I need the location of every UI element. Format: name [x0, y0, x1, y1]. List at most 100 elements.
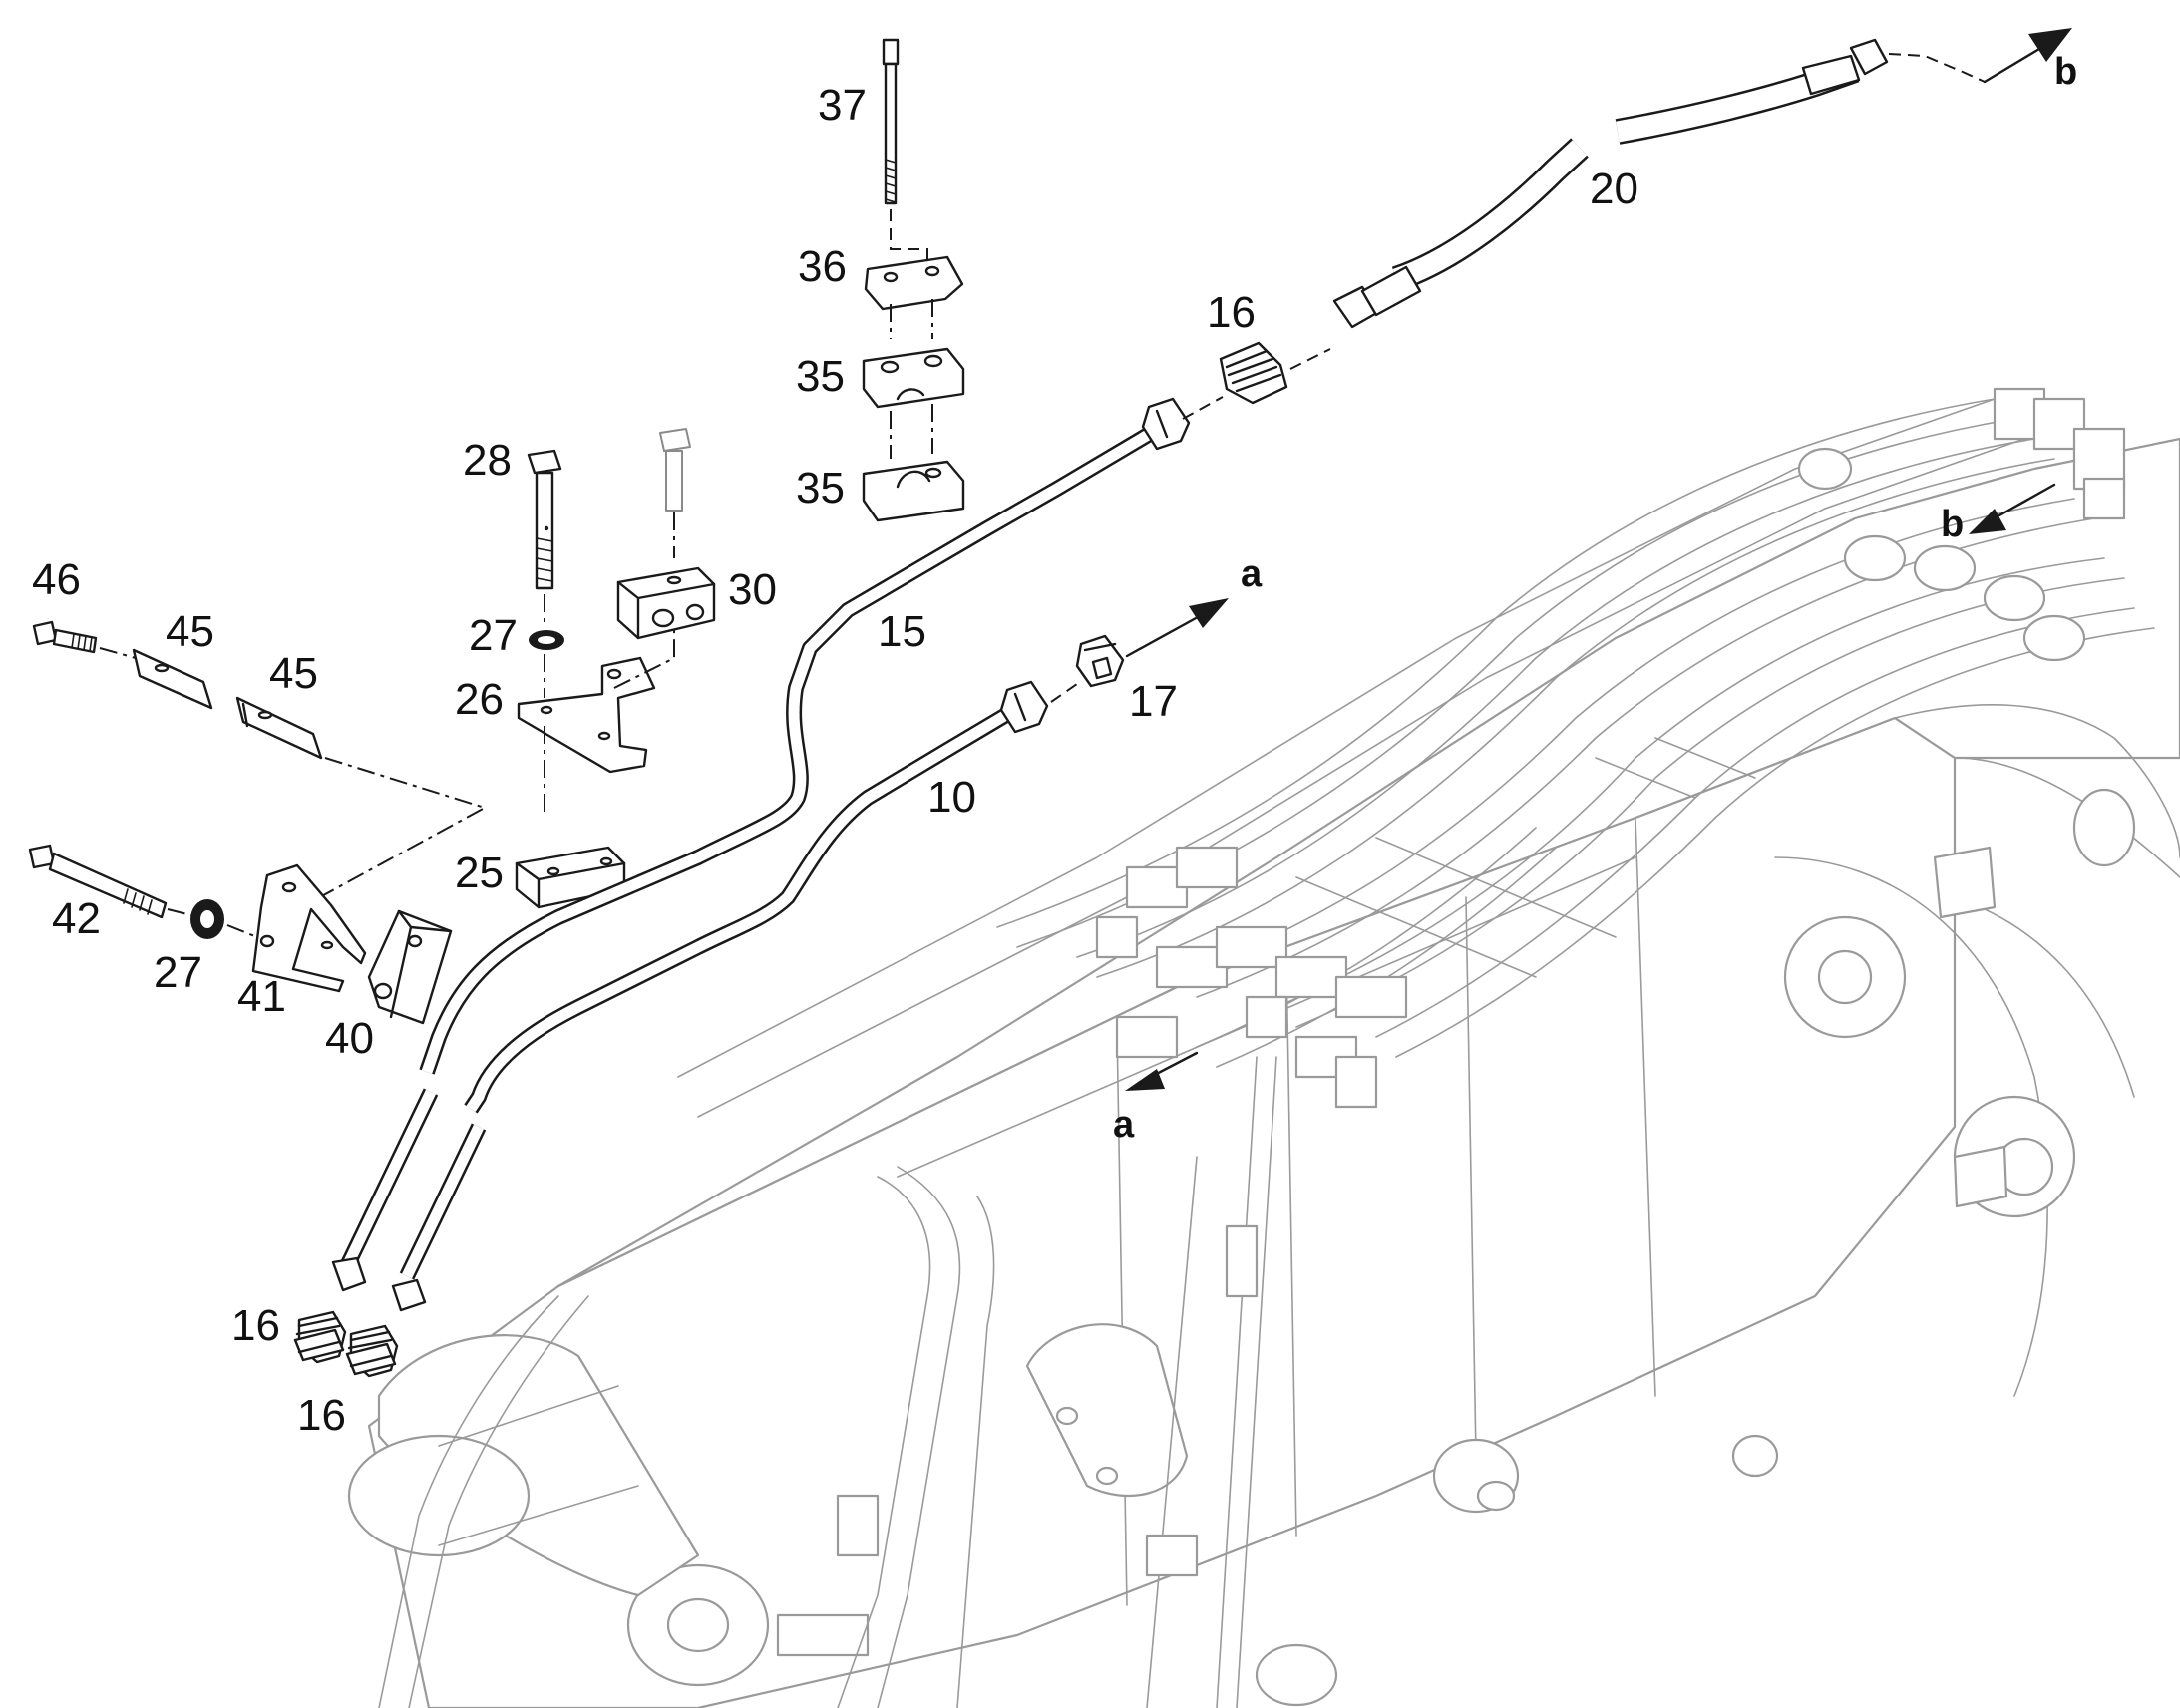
clamp-40	[367, 909, 453, 1025]
bracket-26-centerline	[544, 628, 675, 818]
lower-hub	[1255, 1643, 1338, 1707]
bolt-30	[659, 428, 691, 512]
strip-45-left	[132, 648, 213, 710]
callout-42: 42	[52, 894, 101, 943]
side-boss-center-pin	[1476, 1480, 1516, 1512]
rear-pivot-pin	[1817, 949, 1873, 1005]
boom-assembly-background	[347, 387, 2180, 1708]
arrow-b-top	[1983, 28, 2072, 84]
bracket-26	[517, 656, 656, 774]
callout-28: 28	[463, 436, 512, 485]
callout-16-top: 16	[1207, 288, 1256, 337]
fitting-16-centerline	[1182, 348, 1331, 420]
vertical-pipe-run	[1146, 1056, 1277, 1708]
boom-cross-member	[1295, 737, 1756, 978]
pipe-clamp	[776, 1613, 870, 1657]
mount-plate	[1933, 846, 1997, 919]
clamp-half-35-upper	[862, 347, 965, 409]
bolt-37-centerline	[890, 209, 928, 281]
callout-30: 30	[728, 565, 777, 614]
reference-a-bottom: a	[1113, 1104, 1135, 1146]
washer-27-lower	[190, 899, 224, 939]
callout-45-right: 45	[269, 649, 318, 698]
hose-20-to-b-line	[1888, 53, 1986, 83]
valve-block-cluster	[1095, 846, 1408, 1109]
boom-top-rail	[677, 398, 2025, 1118]
pipe-10-lower-section	[399, 1123, 487, 1280]
callout-36: 36	[798, 242, 847, 291]
left-pipe-run	[837, 1166, 995, 1708]
clamp-half-35-lower	[862, 460, 965, 522]
callout-41: 41	[237, 972, 286, 1021]
cylinder-bracket-bolt	[1055, 1406, 1079, 1426]
arrow-a-top	[1125, 598, 1229, 658]
washer-27-upper	[529, 525, 564, 650]
pipe-15-lower-section	[339, 1088, 439, 1270]
callout-35-lower: 35	[796, 464, 845, 512]
bolt-46-centerline	[99, 647, 137, 659]
reference-letters: a b b a	[1113, 51, 2077, 1146]
pipe-clamp	[1225, 1224, 1259, 1298]
pipe-15	[419, 418, 1170, 1075]
arrow-b-mid	[1969, 483, 2056, 534]
callout-labels: 37 36 35 35 28 30 27 26 25 46 45 45 42 2…	[32, 81, 1638, 1440]
right-connector-bank	[1797, 387, 2126, 662]
ring-mount	[2072, 788, 2136, 867]
front-lug	[347, 1434, 531, 1557]
fitting-16-lower-left	[293, 1310, 347, 1364]
bracket-41	[251, 863, 367, 993]
plate-36-centerline	[890, 299, 933, 339]
arrow-a-bottom	[1125, 1051, 1199, 1091]
callout-46: 46	[32, 555, 81, 604]
hose-20-upper	[1615, 38, 1889, 145]
fitting-16-top	[1219, 341, 1288, 405]
bolt-46	[32, 620, 98, 654]
hose-20-lower	[1332, 138, 1589, 329]
bolt-37	[882, 38, 900, 205]
pipe-end-nut-right	[391, 1278, 427, 1312]
bolt-42	[28, 844, 168, 919]
callout-16-lower-right: 16	[297, 1391, 346, 1440]
callout-35-upper: 35	[796, 352, 845, 401]
reference-b-mid: b	[1941, 504, 1964, 545]
callout-37: 37	[818, 81, 867, 130]
callout-27-lower: 27	[154, 948, 202, 997]
callout-25: 25	[455, 849, 504, 897]
side-boss-lower	[1731, 1434, 1779, 1478]
cylinder-bracket-bolt	[1095, 1466, 1119, 1486]
pipe-15-nut	[1141, 397, 1191, 451]
pipe-clamp	[836, 1494, 880, 1557]
callout-45-left: 45	[166, 607, 214, 656]
strips-45-centerline	[282, 757, 488, 918]
callout-16-lower-left: 16	[231, 1301, 280, 1350]
reference-b-top: b	[2054, 51, 2077, 93]
callout-17: 17	[1129, 677, 1178, 726]
pipe-10	[464, 699, 1026, 1114]
callout-27-upper: 27	[469, 611, 518, 660]
callout-10: 10	[927, 773, 976, 822]
callout-26: 26	[455, 675, 504, 724]
boom-rear-frame	[1894, 704, 2180, 878]
fitting-17-centerline	[1050, 683, 1078, 703]
callout-15: 15	[878, 607, 926, 656]
boom-side-frame	[1774, 856, 2135, 1397]
pipe-clamp	[1145, 1534, 1199, 1577]
fitting-17	[1075, 634, 1125, 688]
bolt-28	[527, 449, 562, 590]
callout-40: 40	[325, 1014, 374, 1063]
cylinder-bracket	[1025, 1323, 1189, 1498]
reference-a-top: a	[1241, 553, 1263, 595]
callout-20: 20	[1590, 165, 1638, 213]
clamp-35-centerline	[890, 404, 933, 459]
left-hose-sweep	[378, 1295, 589, 1708]
clamp-block-30	[616, 566, 716, 640]
square-block	[1953, 1145, 2008, 1208]
cover-plate-36	[864, 255, 964, 311]
bolt-42-centerline	[167, 908, 258, 938]
front-pivot-pin	[666, 1597, 730, 1653]
front-shaft	[438, 1385, 639, 1546]
pipe-end-nut-left	[331, 1256, 367, 1292]
pipe-10-nut	[999, 680, 1049, 734]
